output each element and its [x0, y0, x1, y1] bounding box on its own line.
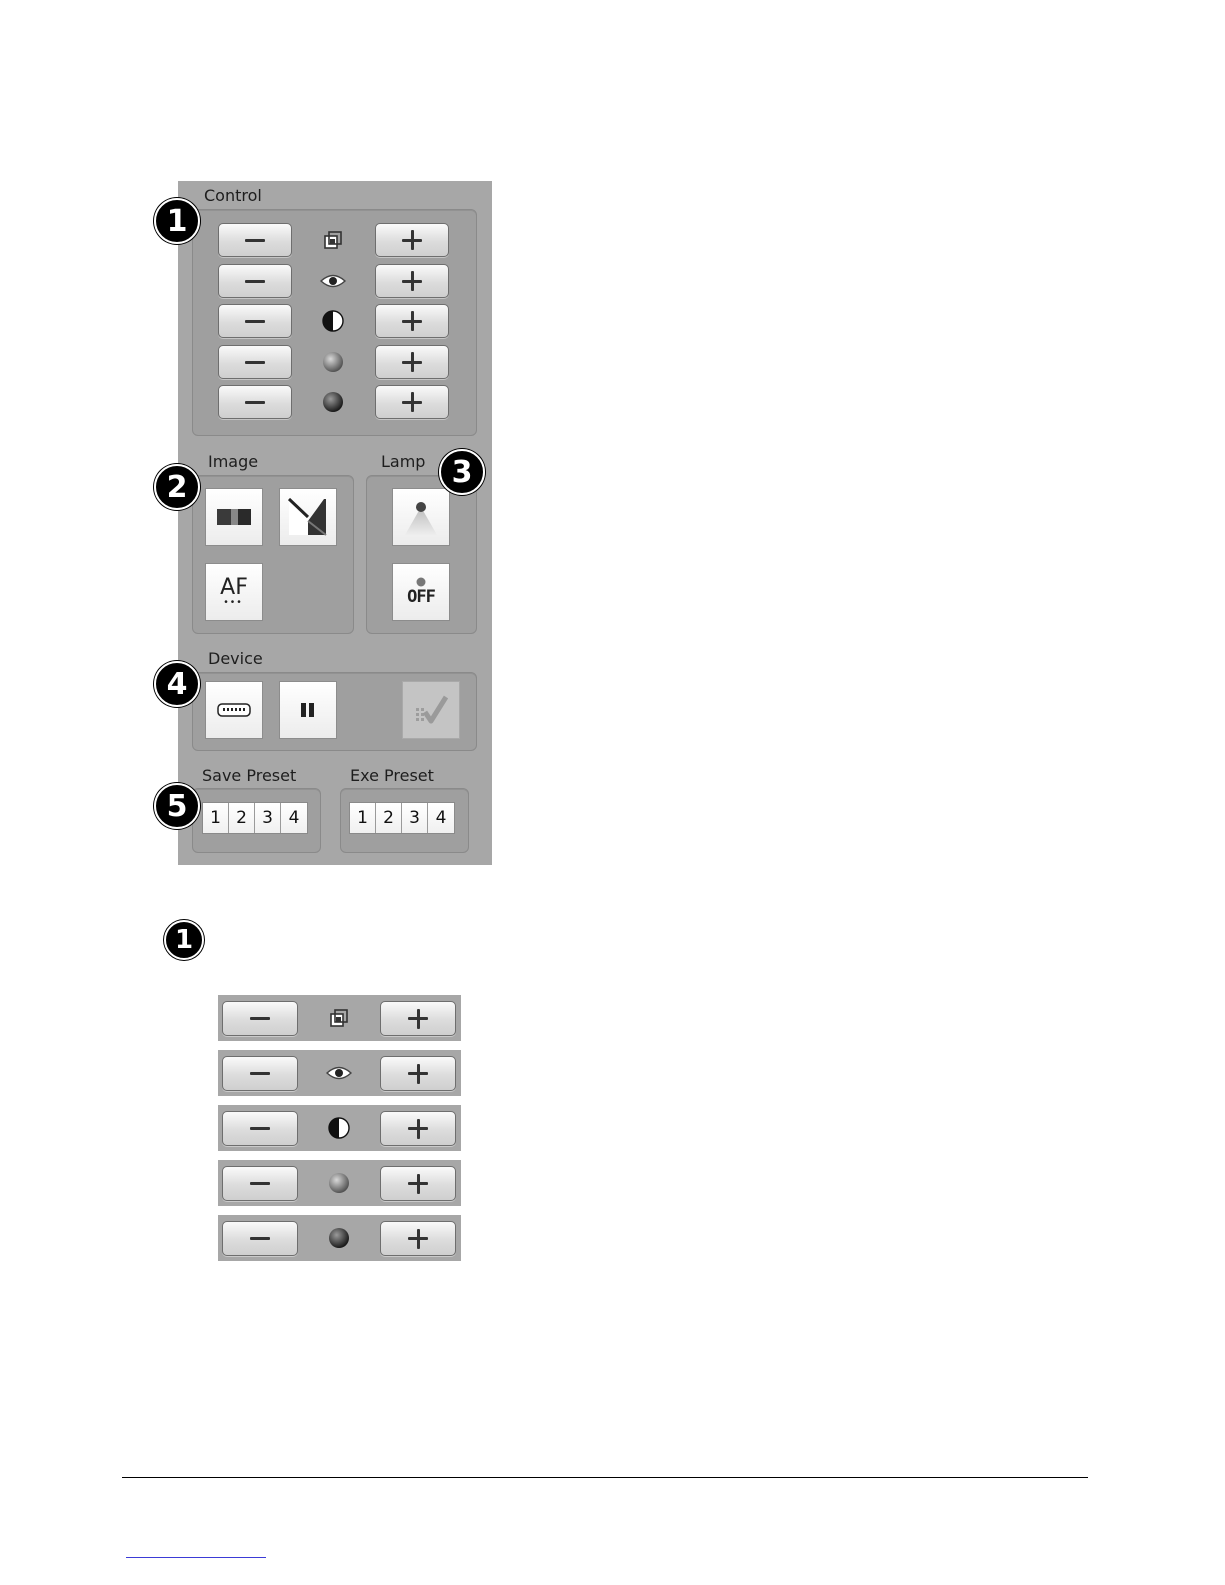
exe-preset-1[interactable]: 1 [350, 803, 376, 833]
callout-1: 1 [154, 198, 200, 244]
zoom-minus-button[interactable] [218, 223, 292, 257]
brightness-plus-button[interactable] [375, 345, 449, 379]
contrast-icon [319, 307, 347, 335]
eye-icon [325, 1059, 353, 1087]
detail-row-focus [218, 1050, 461, 1096]
save-preset-3[interactable]: 3 [255, 803, 281, 833]
dark-sphere-icon [319, 388, 347, 416]
contrast-plus-button[interactable] [375, 304, 449, 338]
control-panel: Control Image AF ••• Lamp [178, 181, 492, 865]
lamp-dot-icon [415, 577, 427, 587]
detail-zoom-plus-button[interactable] [380, 1001, 456, 1036]
detail-focus-plus-button[interactable] [380, 1056, 456, 1091]
footer-divider [122, 1477, 1088, 1478]
checkmark-icon [413, 694, 449, 726]
detail-gain-minus-button[interactable] [222, 1221, 298, 1256]
lamp-on-button[interactable] [392, 488, 450, 546]
pause-icon [299, 702, 317, 718]
device-settings-button[interactable] [205, 681, 263, 739]
af-dots: ••• [224, 597, 244, 608]
exe-preset-2[interactable]: 2 [376, 803, 402, 833]
save-preset-2[interactable]: 2 [229, 803, 255, 833]
dark-sphere-icon [325, 1224, 353, 1252]
save-preset-group: 1 2 3 4 [202, 802, 308, 834]
detail-contrast-plus-button[interactable] [380, 1111, 456, 1146]
exe-preset-4[interactable]: 4 [428, 803, 454, 833]
contrast-icon [325, 1114, 353, 1142]
zoom-plus-button[interactable] [375, 223, 449, 257]
save-preset-4[interactable]: 4 [281, 803, 307, 833]
light-sphere-icon [325, 1169, 353, 1197]
gain-minus-button[interactable] [218, 385, 292, 419]
detail-row-contrast [218, 1105, 461, 1151]
pause-button[interactable] [279, 681, 337, 739]
lamp-off-label: OFF [407, 587, 435, 607]
light-sphere-icon [319, 348, 347, 376]
focus-plus-button[interactable] [375, 264, 449, 298]
curve-icon [286, 495, 330, 539]
save-preset-title: Save Preset [202, 766, 296, 785]
detail-callout-1: 1 [164, 920, 204, 960]
zoom-icon [325, 1004, 353, 1032]
brightness-minus-button[interactable] [218, 345, 292, 379]
detail-zoom-minus-button[interactable] [222, 1001, 298, 1036]
footer-link-underline[interactable] [126, 1557, 266, 1558]
callout-5: 5 [154, 783, 200, 829]
detail-focus-minus-button[interactable] [222, 1056, 298, 1091]
save-preset-1[interactable]: 1 [203, 803, 229, 833]
detail-row-zoom [218, 995, 461, 1041]
lamp-group-title: Lamp [381, 452, 425, 471]
zoom-icon [319, 226, 347, 254]
control-group-title: Control [204, 186, 262, 205]
device-group-title: Device [208, 649, 263, 668]
eye-icon [319, 267, 347, 295]
image-group-title: Image [208, 452, 258, 471]
split-image-icon [216, 507, 252, 527]
callout-4: 4 [154, 661, 200, 707]
contrast-minus-button[interactable] [218, 304, 292, 338]
exe-preset-title: Exe Preset [350, 766, 434, 785]
callout-3: 3 [439, 449, 485, 495]
lamp-off-button[interactable]: OFF [392, 563, 450, 621]
gain-plus-button[interactable] [375, 385, 449, 419]
callout-2: 2 [154, 464, 200, 510]
keyboard-icon [217, 703, 251, 717]
af-label: AF [220, 577, 248, 599]
freeze-compare-button[interactable] [205, 488, 263, 546]
image-curve-button[interactable] [279, 488, 337, 546]
exe-preset-group: 1 2 3 4 [349, 802, 455, 834]
detail-row-brightness [218, 1160, 461, 1206]
detail-brightness-plus-button[interactable] [380, 1166, 456, 1201]
detail-brightness-minus-button[interactable] [222, 1166, 298, 1201]
lamp-beam-icon [401, 497, 441, 537]
detail-gain-plus-button[interactable] [380, 1221, 456, 1256]
detail-contrast-minus-button[interactable] [222, 1111, 298, 1146]
focus-minus-button[interactable] [218, 264, 292, 298]
autofocus-button[interactable]: AF ••• [205, 563, 263, 621]
apply-settings-button[interactable] [402, 681, 460, 739]
exe-preset-3[interactable]: 3 [402, 803, 428, 833]
detail-row-gain [218, 1215, 461, 1261]
